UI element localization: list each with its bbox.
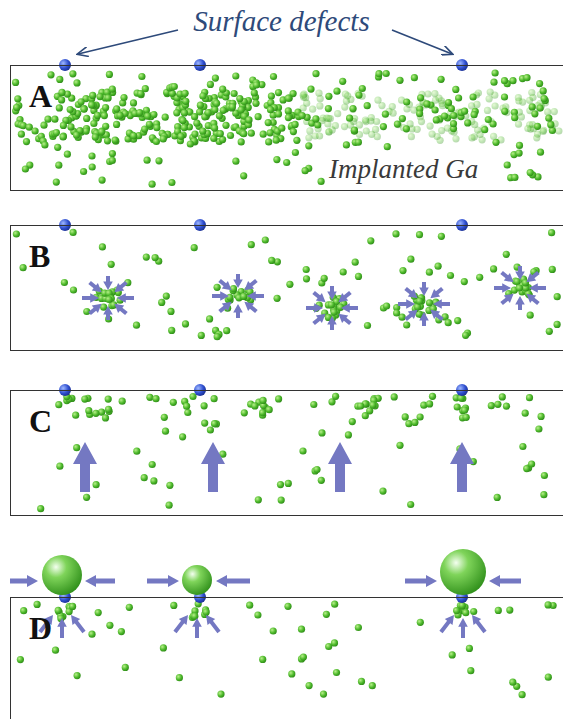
stage-letter: D	[29, 612, 52, 644]
stage-panel: A Implanted Ga	[10, 65, 563, 191]
stage-panel: C	[10, 390, 563, 516]
gallium-droplets	[42, 549, 486, 595]
surface-defects	[59, 59, 468, 603]
stage-letter: A	[29, 80, 52, 112]
gallium-atoms	[12, 69, 563, 698]
stage-panel: B	[10, 225, 563, 351]
stage-panel: D	[10, 597, 563, 719]
title-label-wrap: Surface defects	[0, 6, 563, 38]
surface-defects-label: Surface defects	[193, 5, 369, 37]
implant-label: Implanted Ga	[329, 156, 478, 183]
stage-letter: C	[29, 405, 52, 437]
stage-letter: B	[29, 240, 50, 272]
migration-arrows	[10, 266, 546, 638]
